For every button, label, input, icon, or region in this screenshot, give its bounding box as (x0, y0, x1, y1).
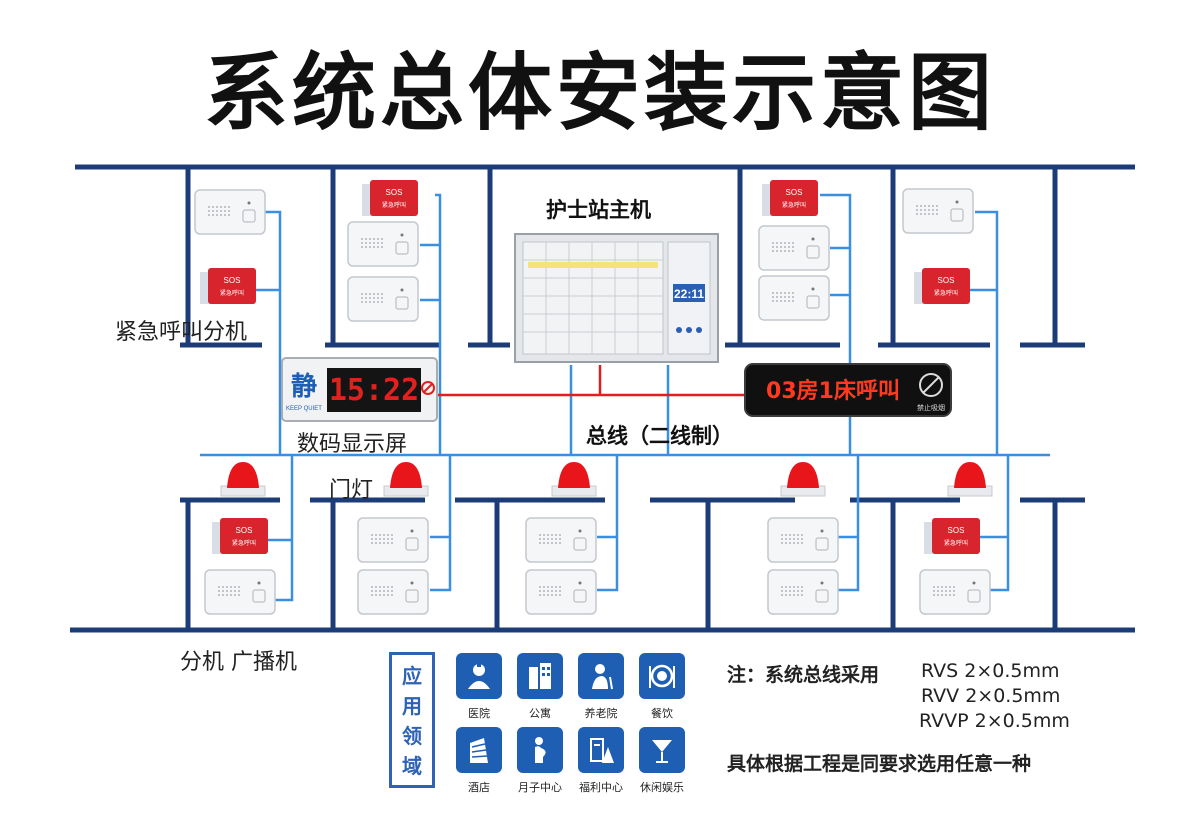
sos-buttons-upper: SOS 紧急呼叫 SOS 紧急呼叫 SOS 紧急呼叫 SOS 紧急呼叫 (200, 180, 970, 304)
walls-upper (75, 164, 1135, 348)
led-call-display: 03房1床呼叫 禁止吸烟 (744, 363, 952, 417)
app-hospital: 医院 (449, 653, 509, 721)
app-leisure: 休闲娱乐 (632, 727, 692, 795)
call-extension (357, 517, 429, 563)
sos-text: SOS (938, 276, 955, 285)
app-label: 养老院 (584, 707, 618, 720)
call-extension (919, 569, 991, 615)
app-label: 医院 (468, 707, 490, 720)
led-text: 03房1床呼叫 (766, 378, 900, 404)
app-label: 休闲娱乐 (640, 781, 684, 794)
note-footer: 具体根据工程是同要求选用任意一种 (727, 753, 1032, 775)
sos-text: SOS (948, 526, 965, 535)
sos-button: SOS 紧急呼叫 (212, 518, 268, 554)
door-lights (220, 462, 993, 497)
app-label: 福利中心 (579, 781, 623, 794)
door-light (947, 462, 993, 497)
extensions-upper (194, 188, 974, 322)
call-extension (347, 276, 419, 322)
sos-sub: 紧急呼叫 (220, 289, 244, 297)
legend-char: 用 (402, 694, 422, 718)
sos-buttons-lower: SOS 紧急呼叫 SOS 紧急呼叫 (212, 518, 980, 554)
walls-lower (70, 497, 1135, 633)
digital-display-label: 数码显示屏 (297, 432, 408, 457)
door-light (551, 462, 597, 497)
maternity-icon (517, 727, 563, 773)
call-extension (194, 189, 266, 235)
sos-sub: 紧急呼叫 (782, 201, 806, 209)
doctor-icon (456, 653, 502, 699)
app-apartment: 公寓 (510, 653, 570, 721)
signal-wiring (200, 193, 1050, 602)
sos-text: SOS (386, 188, 403, 197)
call-extension (758, 275, 830, 321)
door-light (220, 462, 266, 497)
sos-sub: 紧急呼叫 (944, 539, 968, 547)
call-extension (347, 221, 419, 267)
cocktail-icon (639, 727, 685, 773)
app-label: 公寓 (529, 707, 551, 720)
sos-button: SOS 紧急呼叫 (924, 518, 980, 554)
app-label: 月子中心 (518, 781, 562, 794)
sos-text: SOS (786, 188, 803, 197)
sos-button: SOS 紧急呼叫 (762, 180, 818, 216)
call-extension (357, 569, 429, 615)
sos-button: SOS 紧急呼叫 (362, 180, 418, 216)
hotel-icon (456, 727, 502, 773)
app-label: 酒店 (468, 781, 490, 794)
spec-rvs: RVS 2×0.5mm (921, 660, 1060, 682)
bus-wiring (437, 365, 745, 397)
door-light (780, 462, 826, 497)
elderly-icon (578, 653, 624, 699)
app-label: 餐饮 (651, 707, 673, 720)
sos-button: SOS 紧急呼叫 (914, 268, 970, 304)
extension-broadcast-label: 分机 广播机 (180, 650, 297, 675)
call-extension (525, 517, 597, 563)
nurse-station-host: 22:11 (514, 233, 719, 363)
call-extension (204, 569, 276, 615)
sos-text: SOS (224, 276, 241, 285)
call-extension (767, 569, 839, 615)
call-extension (902, 188, 974, 234)
sos-sub: 紧急呼叫 (382, 201, 406, 209)
quiet-mark: 静 (291, 371, 317, 402)
sos-button: SOS 紧急呼叫 (200, 268, 256, 304)
nurse-station-label: 护士站主机 (546, 198, 651, 222)
application-fields-title: 应 用 领 域 (389, 652, 435, 788)
app-hotel: 酒店 (449, 727, 509, 795)
door-light (383, 462, 429, 497)
apartment-icon (517, 653, 563, 699)
digital-display: 静 KEEP QUIET 15:22 (281, 357, 438, 422)
led-sign: 禁止吸烟 (917, 403, 945, 412)
spec-rvvp: RVVP 2×0.5mm (919, 710, 1070, 732)
emergency-unit-label: 紧急呼叫分机 (115, 320, 248, 345)
door-light-label: 门灯 (329, 478, 374, 503)
sos-sub: 紧急呼叫 (232, 539, 256, 547)
spec-rvv: RVV 2×0.5mm (921, 685, 1061, 707)
app-elderly: 养老院 (571, 653, 631, 721)
page-title: 系统总体安装示意图 (203, 44, 996, 142)
sos-text: SOS (236, 526, 253, 535)
legend-char: 应 (402, 664, 422, 688)
welfare-icon (578, 727, 624, 773)
bus-label: 总线（二线制） (586, 424, 733, 448)
dining-icon (639, 653, 685, 699)
quiet-sub: KEEP QUIET (286, 406, 322, 412)
legend-char: 领 (402, 724, 422, 748)
call-extension (767, 517, 839, 563)
call-extension (525, 569, 597, 615)
note-prefix: 注：系统总线采用 (727, 664, 880, 686)
app-maternity: 月子中心 (510, 727, 570, 795)
host-clock: 22:11 (674, 287, 704, 301)
app-dining: 餐饮 (632, 653, 692, 721)
display-time: 15:22 (329, 373, 419, 408)
extensions-lower (204, 517, 991, 615)
app-welfare: 福利中心 (571, 727, 631, 795)
legend-char: 域 (402, 754, 422, 778)
call-extension (758, 225, 830, 271)
sos-sub: 紧急呼叫 (934, 289, 958, 297)
